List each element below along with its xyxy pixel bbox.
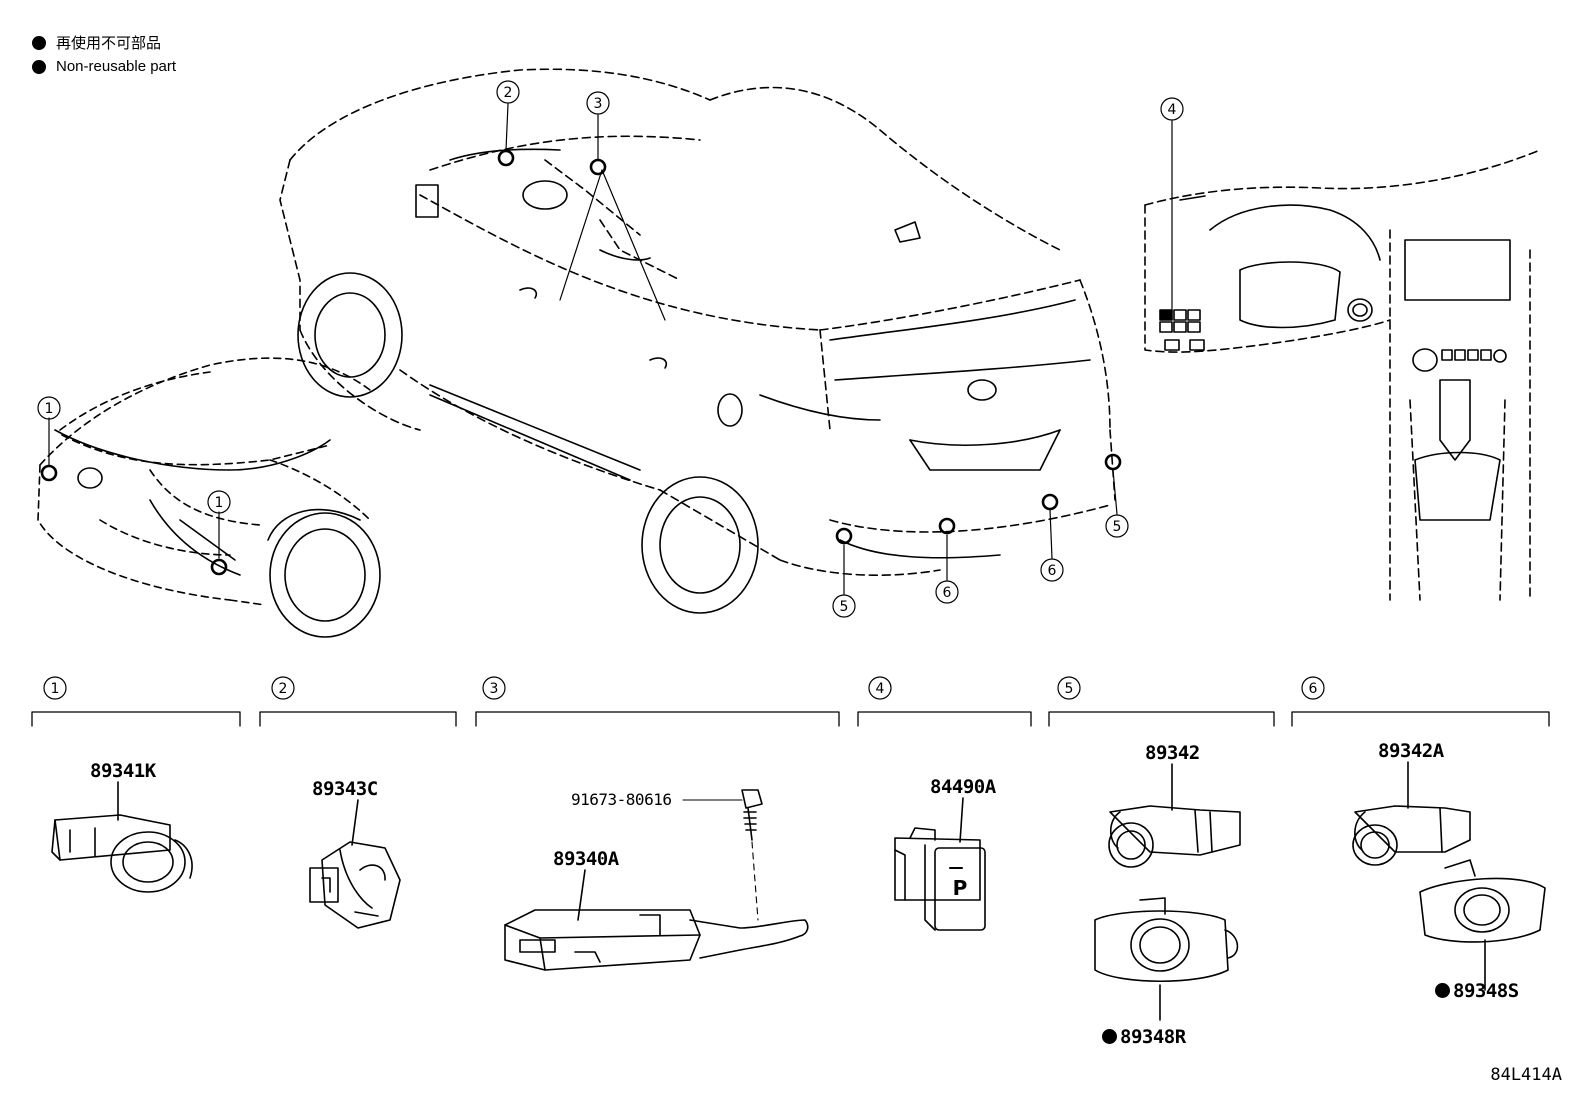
callout-2-dash: 2 bbox=[504, 85, 513, 101]
group-4-number: 4 bbox=[876, 681, 885, 697]
switch-p-symbol: P bbox=[953, 876, 968, 900]
part-89348s-retainer bbox=[1419, 859, 1546, 991]
part-label-91673-80616: 91673-80616 bbox=[571, 790, 672, 809]
part-89343c-unit bbox=[309, 799, 401, 929]
figure-code: 84L414A bbox=[1490, 1065, 1562, 1085]
part-89342-sensor bbox=[1108, 763, 1241, 868]
legend-non-reusable-jp: 再使用不可部品 bbox=[32, 32, 161, 53]
callout-4-panel: 4 bbox=[1168, 102, 1177, 118]
callout-3-dash: 3 bbox=[594, 96, 603, 112]
part-89341k-sensor bbox=[51, 781, 193, 893]
front-vehicle-solids bbox=[54, 429, 381, 638]
part-label-89341k: 89341K bbox=[90, 760, 156, 782]
group-5-number: 5 bbox=[1065, 681, 1074, 697]
part-label-84490a: 84490A bbox=[930, 776, 996, 798]
part-label-89343c: 89343C bbox=[312, 778, 378, 800]
part-label-89340a: 89340A bbox=[553, 848, 619, 870]
part-91673-80616-bolt bbox=[682, 789, 763, 921]
callout-5-rear-left: 5 bbox=[840, 599, 849, 615]
group-6-number: 6 bbox=[1309, 681, 1318, 697]
instrument-panel-dashed bbox=[1144, 149, 1541, 601]
sensor-location-markers bbox=[40, 149, 1122, 576]
leader-lines bbox=[48, 103, 1173, 595]
part-label-89342: 89342 bbox=[1145, 742, 1200, 764]
callout-5-rear-right: 5 bbox=[1113, 519, 1122, 535]
legend-text-jp: 再使用不可部品 bbox=[56, 34, 162, 52]
callout-1-front-left: 1 bbox=[45, 401, 54, 417]
callout-circles bbox=[37, 80, 1325, 700]
main-vehicle-dashed bbox=[279, 68, 1116, 576]
callout-6-rear-center-right: 6 bbox=[1048, 563, 1057, 579]
non-reusable-dot-icon bbox=[32, 59, 46, 74]
part-label-89348s: 89348S bbox=[1435, 980, 1519, 1002]
group-1-number: 1 bbox=[51, 681, 60, 697]
callout-1-front-right: 1 bbox=[215, 495, 224, 511]
legend-text-en: Non-reusable part bbox=[56, 58, 177, 75]
non-reusable-dot-icon bbox=[1435, 983, 1450, 998]
non-reusable-dot-icon bbox=[1102, 1029, 1117, 1044]
part-89340a-module bbox=[504, 869, 809, 971]
legend-non-reusable-en: Non-reusable part bbox=[32, 58, 176, 75]
part-89348r-retainer bbox=[1094, 897, 1239, 1021]
part-label-89348r: 89348R bbox=[1102, 1026, 1186, 1048]
main-vehicle-solids bbox=[297, 148, 1091, 614]
group-2-number: 2 bbox=[279, 681, 288, 697]
group-brackets bbox=[31, 711, 1550, 727]
front-vehicle-view bbox=[37, 357, 371, 606]
part-89342a-sensor bbox=[1352, 761, 1471, 866]
part-label-89342a: 89342A bbox=[1378, 740, 1444, 762]
callout-6-rear-center-left: 6 bbox=[943, 585, 952, 601]
non-reusable-dot-icon bbox=[32, 35, 46, 50]
part-84490a-switch bbox=[894, 797, 986, 931]
group-3-number: 3 bbox=[490, 681, 499, 697]
instrument-panel-solids bbox=[1159, 195, 1511, 521]
